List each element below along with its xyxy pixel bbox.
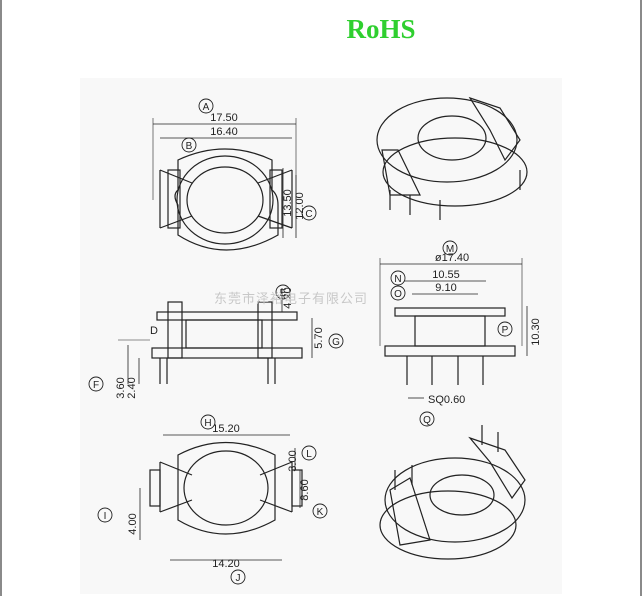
marker-q: Q [423,415,431,426]
isometric-view-top [376,96,528,220]
marker-circle-j [230,569,246,585]
dim-i-value: 4.00 [127,513,139,534]
marker-circle-a [198,98,214,114]
side-view [118,288,313,384]
iso-top-bore [417,115,487,161]
bottom-view [139,434,303,561]
top-view-left-tab [167,169,181,229]
top-view-right-tab [269,169,283,229]
marker-k: K [317,507,324,518]
iso-bottom-left-lugs [389,477,431,546]
dim-n-value: 10.55 [432,269,460,281]
top-view-ring [176,155,274,245]
dim-o-value: 9.10 [435,282,456,294]
marker-b: B [186,141,193,152]
front-view-top-flange [394,307,506,317]
marker-j: J [236,573,241,584]
marker-m: M [446,244,454,255]
marker-circle-n [390,270,406,286]
marker-p: P [502,325,509,336]
frame-left-border [0,0,2,596]
side-view-core [185,319,263,349]
dim-f1-value: 3.60 [115,377,127,398]
bottom-view-left-rib [159,461,193,513]
top-view-left-rib [159,169,193,229]
side-view-right-post [257,301,273,359]
marker-circle-h [200,414,216,430]
marker-o: O [394,289,402,300]
front-view-core [414,315,486,347]
dim-m-value: ø17.40 [435,252,469,264]
side-view-top-flange [156,311,298,321]
bottom-view-right-tab [291,469,303,507]
dim-h-value: 15.20 [212,423,240,435]
frame-right-border [640,0,642,596]
dim-p-value: 10.30 [530,318,542,346]
dim-j-value: 14.20 [212,558,240,570]
iso-top-lower-flange [382,137,528,207]
dim-c2-value: 12.00 [294,192,306,220]
marker-circle-g [328,333,344,349]
iso-bottom-bore [429,474,495,516]
marker-g: G [332,337,340,348]
bottom-view-left-tab [149,469,161,507]
iso-bottom-lower-flange [379,490,517,560]
isometric-view-bottom [379,425,526,560]
marker-l: L [306,449,312,460]
dim-g-value: 5.70 [313,327,325,348]
iso-top-right-lugs [468,96,521,162]
iso-bottom-flange [384,457,526,543]
front-view [379,258,528,399]
dim-q-value: SQ0.60 [428,394,465,406]
dim-k-value: 8.60 [299,479,311,500]
iso-bottom-right-lugs [468,436,526,500]
dim-e-value: 4.20 [282,287,294,308]
marker-a: A [203,102,210,113]
rohs-title: RoHS [346,14,416,44]
iso-top-left-lugs [381,149,421,196]
dim-d-label: D [150,325,158,337]
bottom-view-outline [177,442,276,535]
top-view-bore [186,166,264,234]
marker-circle-k [312,503,328,519]
dim-c1-value: 13.50 [282,189,294,217]
side-view-bottom-flange [151,347,303,359]
top-view-right-rib [257,169,293,229]
marker-circle-f [88,376,104,392]
marker-circle-q [419,411,435,427]
front-view-bottom-flange [384,345,516,357]
top-view [152,118,297,251]
dim-f2-value: 2.40 [126,377,138,398]
marker-i: I [104,511,107,522]
marker-circle-p [497,321,513,337]
dim-b-value: 16.40 [210,126,238,138]
marker-circle-o [390,285,406,301]
watermark-text: 东莞市泽裕电子有限公司 [214,291,368,307]
marker-e: E [280,288,287,299]
marker-c: C [305,209,312,220]
marker-circle-l [301,445,317,461]
dim-l-value: 3.00 [287,450,299,471]
marker-f: F [93,380,99,391]
marker-circle-e [275,284,291,300]
marker-circle-c [301,205,317,221]
bottom-view-bore [183,450,269,526]
top-view-outline [174,148,279,251]
iso-top-flange [376,97,518,183]
marker-circle-b [181,137,197,153]
marker-h: H [204,418,211,429]
dim-a-value: 17.50 [210,112,238,124]
side-view-left-post [167,301,183,359]
marker-n: N [394,274,401,285]
marker-circle-m [442,240,458,256]
marker-circle-i [97,507,113,523]
